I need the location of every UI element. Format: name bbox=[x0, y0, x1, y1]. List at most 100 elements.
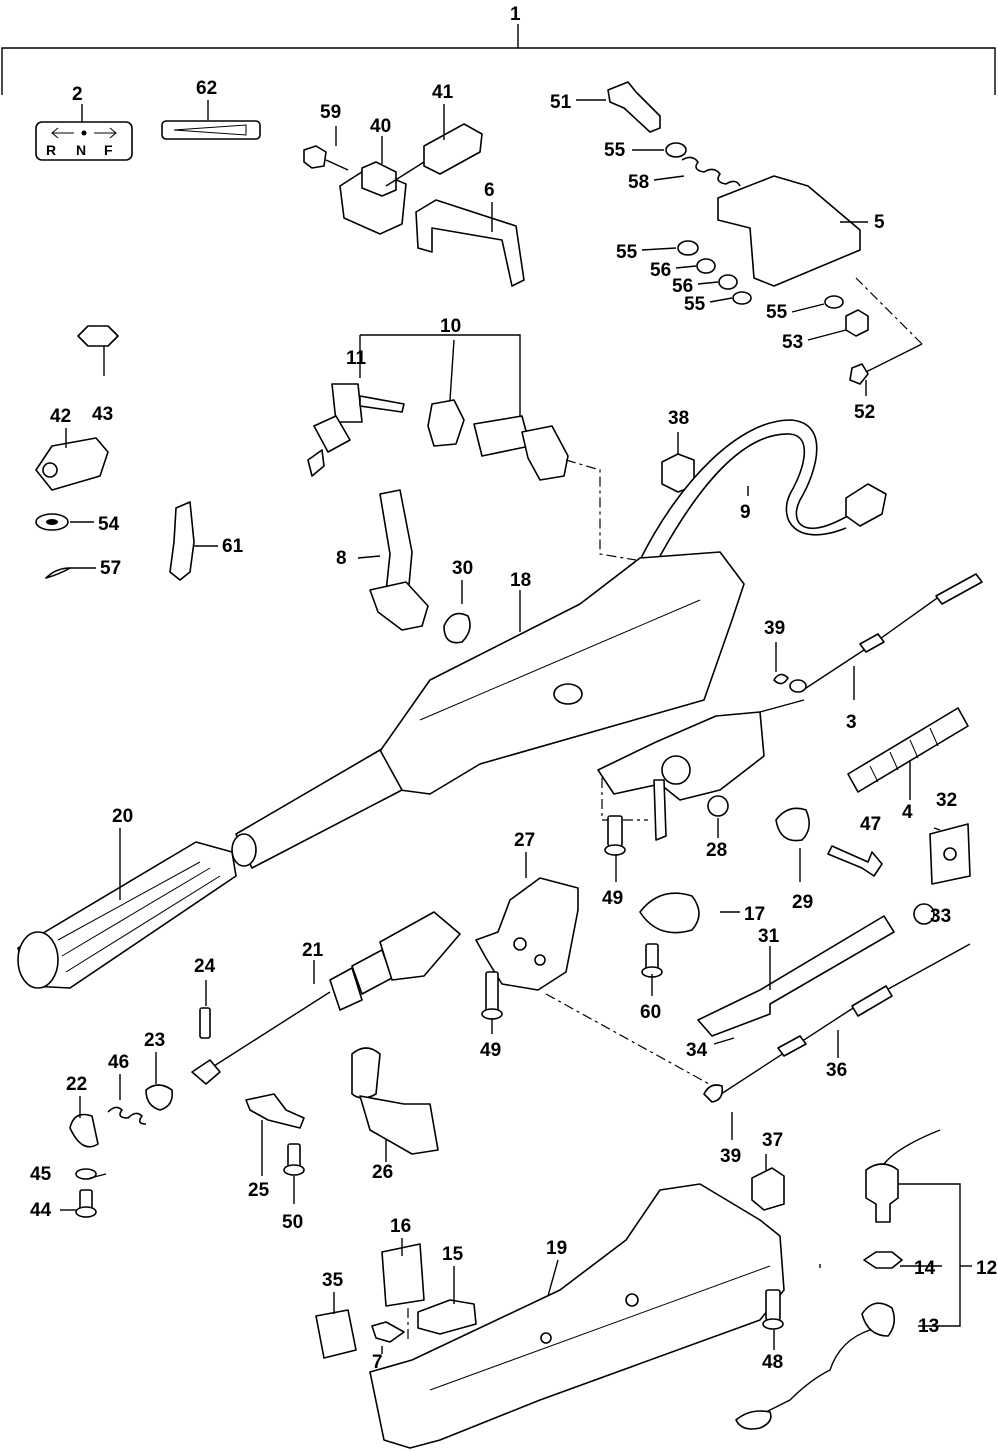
grommet bbox=[661, 432, 695, 493]
callout-45: 45 bbox=[30, 1164, 52, 1185]
shift-decal: R N F bbox=[35, 104, 133, 161]
pin bbox=[199, 1007, 211, 1039]
callout-20: 20 bbox=[112, 806, 133, 827]
callout-39b: 39 bbox=[720, 1146, 741, 1167]
bushing bbox=[775, 807, 810, 842]
callout-55a: 55 bbox=[604, 140, 626, 161]
callout-31: 31 bbox=[758, 926, 780, 947]
callout-13: 13 bbox=[918, 1316, 939, 1337]
stop-switch-group bbox=[735, 1129, 972, 1430]
rubber-stop bbox=[751, 1167, 785, 1211]
callout-28: 28 bbox=[706, 840, 727, 861]
callout-23: 23 bbox=[144, 1030, 165, 1051]
callout-42: 42 bbox=[50, 406, 71, 427]
decal-f: F bbox=[104, 142, 113, 158]
callout-27: 27 bbox=[514, 830, 535, 851]
callout-40: 40 bbox=[370, 116, 391, 137]
bolt-60 bbox=[641, 943, 663, 978]
callout-53: 53 bbox=[782, 332, 803, 353]
callout-21: 21 bbox=[302, 940, 324, 961]
callout-52: 52 bbox=[854, 402, 875, 423]
callout-7: 7 bbox=[372, 1352, 383, 1373]
callout-46: 46 bbox=[108, 1052, 129, 1073]
shift-bracket-group bbox=[303, 123, 525, 287]
switch-group bbox=[315, 1243, 477, 1359]
callout-35: 35 bbox=[322, 1270, 344, 1291]
callout-56a: 56 bbox=[650, 260, 671, 281]
plate bbox=[929, 823, 971, 885]
callout-14: 14 bbox=[914, 1258, 936, 1279]
callout-5: 5 bbox=[874, 212, 885, 233]
callout-19: 19 bbox=[546, 1238, 567, 1259]
callout-11: 11 bbox=[346, 348, 367, 369]
friction-bracket bbox=[475, 852, 721, 1091]
cap bbox=[639, 892, 700, 934]
callout-57: 57 bbox=[100, 558, 121, 579]
callout-8: 8 bbox=[336, 548, 347, 569]
decal-strip bbox=[161, 100, 261, 140]
tiller-housing bbox=[377, 551, 745, 795]
friction-plate bbox=[697, 915, 895, 1037]
callout-55d: 55 bbox=[766, 302, 788, 323]
callout-55b: 55 bbox=[616, 242, 638, 263]
cable-clip bbox=[245, 1093, 305, 1176]
callout-51: 51 bbox=[550, 92, 572, 113]
callout-56b: 56 bbox=[672, 276, 693, 297]
callout-49b: 49 bbox=[480, 1040, 501, 1061]
pivot-bracket-group bbox=[607, 81, 923, 385]
lower-bracket bbox=[369, 1183, 785, 1449]
callout-38: 38 bbox=[668, 408, 689, 429]
throttle-cable-lower bbox=[703, 943, 971, 1103]
callout-2: 2 bbox=[72, 84, 83, 105]
callout-29: 29 bbox=[792, 892, 813, 913]
bolt-49-upper bbox=[604, 815, 626, 856]
callout-54: 54 bbox=[98, 514, 120, 535]
callout-44: 44 bbox=[30, 1200, 52, 1221]
callout-49a: 49 bbox=[602, 888, 623, 909]
callout-25: 25 bbox=[248, 1180, 270, 1201]
callout-48: 48 bbox=[762, 1352, 783, 1373]
callout-61: 61 bbox=[222, 536, 244, 557]
leader-lines bbox=[60, 99, 941, 1354]
callout-36: 36 bbox=[826, 1060, 847, 1081]
callout-60: 60 bbox=[640, 1002, 661, 1023]
spiral-sleeve bbox=[847, 707, 969, 800]
callout-58: 58 bbox=[628, 172, 649, 193]
callout-labels: 1 2 3 4 5 6 7 8 9 10 11 12 13 14 15 16 1… bbox=[30, 4, 997, 1373]
key-switch-group bbox=[307, 334, 569, 481]
callout-33: 33 bbox=[930, 906, 951, 927]
bolt-49-lower bbox=[481, 971, 503, 1020]
callout-34: 34 bbox=[686, 1040, 708, 1061]
callout-50: 50 bbox=[282, 1212, 303, 1233]
callout-47: 47 bbox=[860, 814, 881, 835]
ball bbox=[913, 903, 935, 925]
callout-6: 6 bbox=[484, 180, 495, 201]
callout-24: 24 bbox=[194, 956, 216, 977]
shift-rod bbox=[191, 911, 461, 1085]
callout-12: 12 bbox=[976, 1258, 997, 1279]
assembly-bracket bbox=[1, 24, 996, 95]
callout-16: 16 bbox=[390, 1216, 411, 1237]
callout-39a: 39 bbox=[764, 618, 785, 639]
callout-32: 32 bbox=[936, 790, 957, 811]
callout-9: 9 bbox=[740, 502, 751, 523]
throttle-cable-upper bbox=[773, 573, 983, 700]
callout-43: 43 bbox=[92, 404, 113, 425]
callout-59: 59 bbox=[320, 102, 341, 123]
screw-50 bbox=[283, 1143, 305, 1176]
callout-30: 30 bbox=[452, 558, 473, 579]
callout-41: 41 bbox=[432, 82, 454, 103]
cable-holder bbox=[351, 1047, 439, 1162]
decal-r: R bbox=[46, 142, 56, 158]
left-column-parts bbox=[35, 325, 195, 581]
callout-1: 1 bbox=[510, 4, 521, 25]
bolt-47 bbox=[827, 845, 883, 877]
clamp bbox=[443, 580, 471, 644]
throttle-mechanism bbox=[597, 699, 805, 841]
shift-lever bbox=[369, 489, 429, 631]
callout-22: 22 bbox=[66, 1074, 87, 1095]
bolt-48 bbox=[762, 1289, 784, 1330]
callout-4: 4 bbox=[902, 802, 913, 823]
callout-26: 26 bbox=[372, 1162, 393, 1183]
